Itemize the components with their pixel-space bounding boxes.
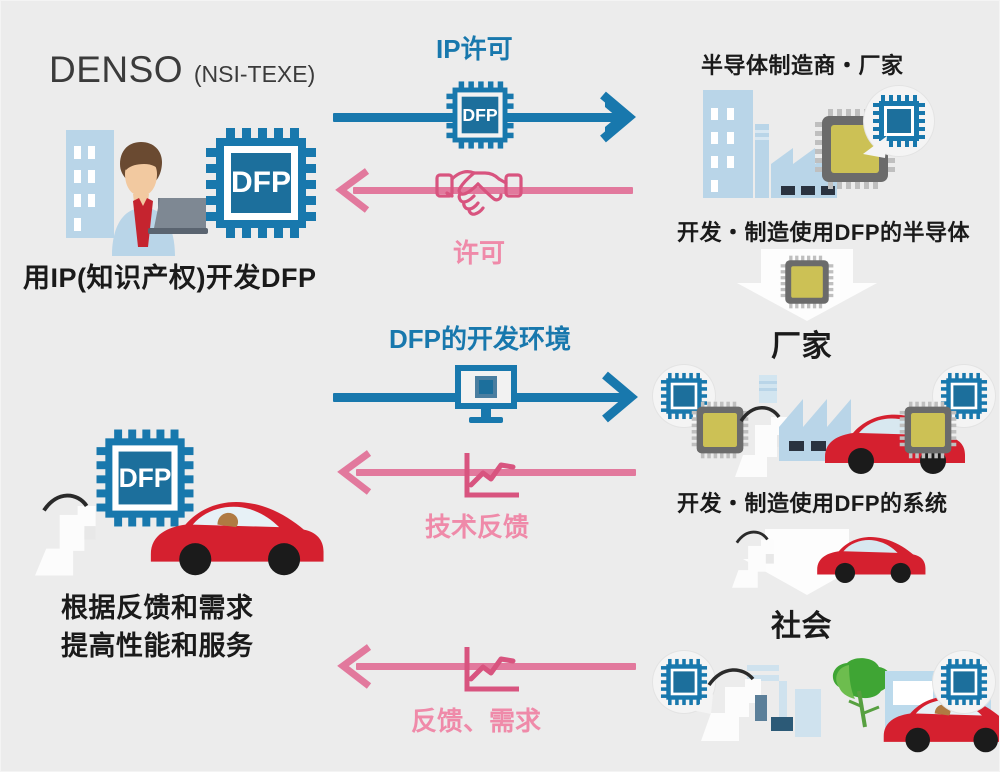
system-manufacturing-illustration [649, 359, 999, 489]
red-car-driver-icon [150, 502, 324, 576]
arrow-head-left-pink-1 [335, 168, 370, 213]
left-bottom-caption-line1: 根据反馈和需求 [61, 593, 254, 623]
flow-label-ip-license: IP许可 [436, 34, 513, 64]
society-illustration [649, 649, 999, 759]
brand-subtitle: (NSI-TEXE) [193, 61, 316, 87]
semiconductor-caption: 开发・制造使用DFP的半导体 [677, 220, 971, 245]
left-top-caption: 用IP(知识产权)开发DFP [23, 263, 317, 293]
person-at-laptop-icon [112, 142, 208, 256]
flow-icon-chip-dfp: DFP [444, 79, 516, 156]
flow-label-dev-environment: DFP的开发环境 [389, 324, 572, 354]
robot-arm-society-icon [732, 530, 774, 588]
red-car-society-icon [817, 537, 926, 583]
arrow-head-right-blue-2 [602, 371, 638, 423]
semiconductor-factory-illustration [691, 86, 941, 201]
flow-down-arrow-2 [743, 529, 871, 600]
office-building-icon [66, 130, 114, 238]
denso-developer-illustration: DFP [56, 116, 326, 256]
flow-icon-line-chart-1 [464, 453, 519, 498]
flow-arrow-shaft-license [353, 187, 633, 194]
brand-name: DENSO [49, 49, 184, 90]
chip-callout-bubble-society-right [933, 651, 995, 713]
chip-callout-bubble [864, 86, 934, 156]
arrow-head-right-blue-1 [600, 91, 636, 143]
svg-text:DFP: DFP [231, 166, 291, 199]
arrow-head-left-pink-2 [337, 450, 372, 495]
chip-package-left-icon [691, 401, 749, 459]
flow-icon-monitor-chip [455, 365, 517, 423]
bubble-tail [859, 134, 889, 167]
arrow-head-left-pink-3 [337, 644, 372, 689]
society-label: 社会 [771, 610, 832, 643]
denso-improvement-illustration: DFP [31, 426, 331, 586]
system-caption: 开发・制造使用DFP的系统 [677, 491, 948, 516]
dfp-chip-bottom-icon: DFP [93, 426, 197, 535]
right-top-title: 半导体制造商・厂家 [701, 53, 904, 78]
flow-label-feedback-demand: 反馈、需求 [411, 706, 542, 736]
chip-package-right-icon [899, 401, 957, 459]
factory-building-icon [703, 90, 753, 198]
maker-label: 厂家 [771, 330, 832, 363]
dfp-chip-bottom-text: DFP [119, 463, 172, 493]
dfp-chip-icon: DFP [202, 124, 320, 247]
left-bottom-caption-line2: 提高性能和服务 [61, 631, 254, 661]
flow-label-license: 许可 [453, 238, 506, 268]
flow-icon-line-chart-2 [464, 647, 519, 692]
bubble-tail-society-left [692, 694, 713, 714]
robot-arm-society-bottom-icon [701, 665, 821, 741]
brand-title: DENSO (NSI-TEXE) [49, 49, 315, 91]
chip-package-small-icon [780, 255, 834, 309]
tree-icon [832, 658, 891, 728]
flow-icon-chip-text: DFP [462, 105, 498, 125]
robot-arm-bottom-icon [35, 493, 96, 576]
flow-icon-handshake [435, 170, 523, 216]
flow-label-tech-feedback: 技术反馈 [425, 512, 530, 542]
